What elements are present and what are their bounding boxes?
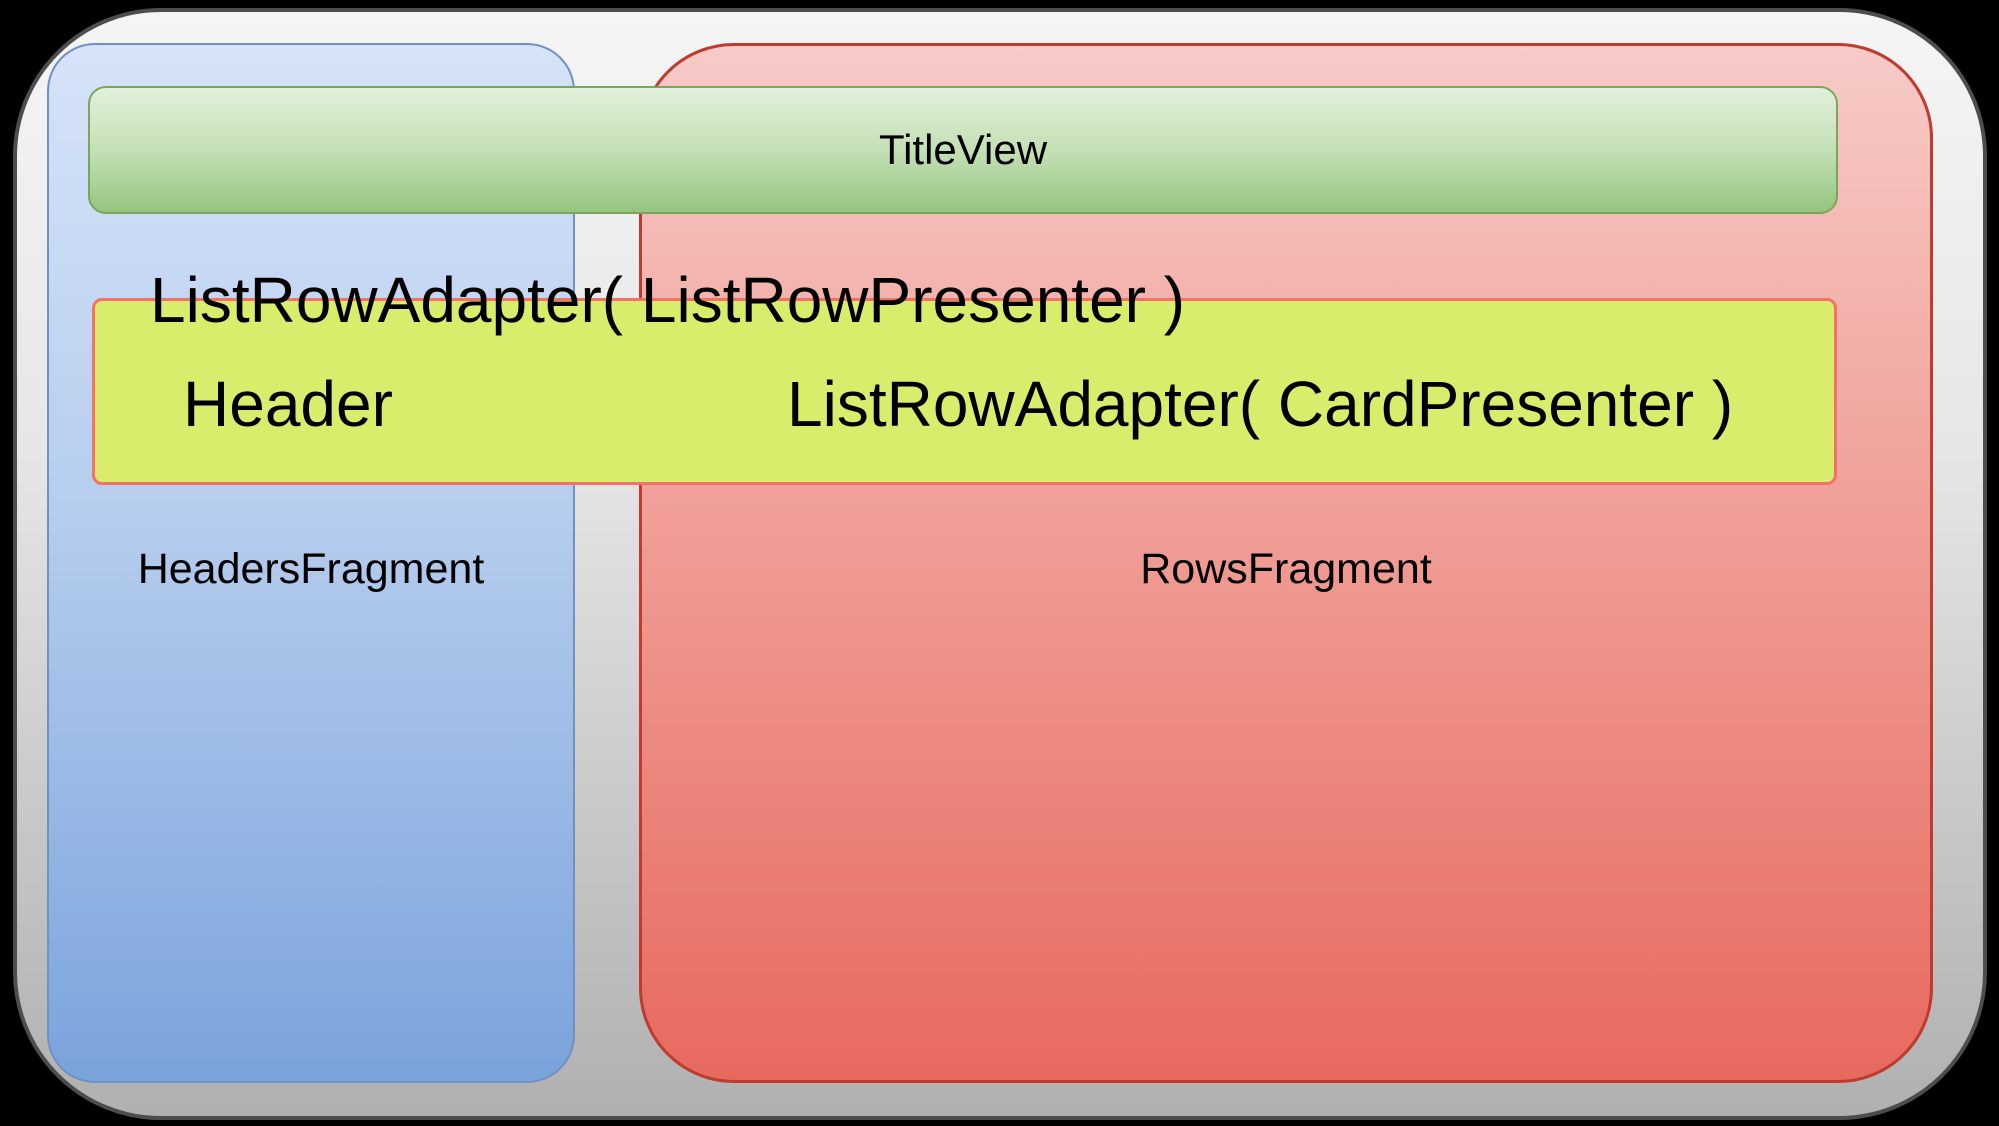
header-cell-label: Header (183, 368, 393, 440)
card-adapter-label: ListRowAdapter( CardPresenter ) (787, 368, 1734, 440)
rows-fragment-label: RowsFragment (1140, 545, 1432, 593)
list-row-adapter-caption: ListRowAdapter( ListRowPresenter ) (150, 264, 1186, 336)
rows-fragment-panel (639, 43, 1933, 1083)
list-row-band (92, 298, 1837, 485)
headers-fragment-label: HeadersFragment (137, 545, 485, 593)
title-view-label: TitleView (878, 126, 1048, 173)
headers-fragment-panel (47, 43, 575, 1083)
title-view-bar: TitleView (88, 86, 1838, 214)
